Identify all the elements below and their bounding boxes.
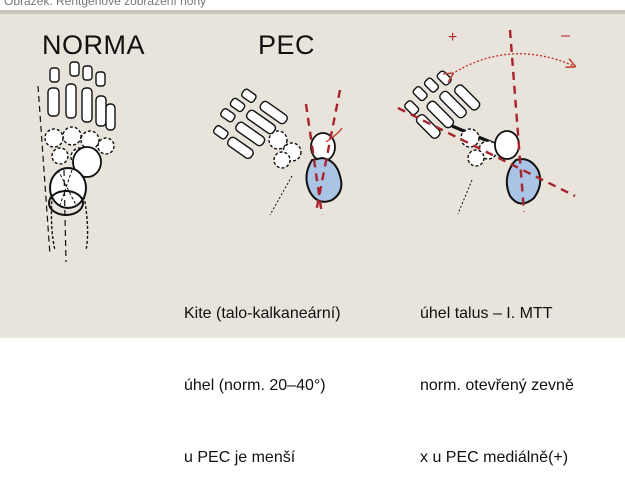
kite-note-line-2: úhel (norm. 20–40°) (184, 374, 341, 398)
talus-note-line-1: úhel talus – I. MTT (420, 302, 574, 326)
normal-foot-drawing (45, 62, 115, 250)
talus-note-line-2: norm. otevřený zevně (420, 374, 574, 398)
pec-foot-drawing (208, 84, 341, 202)
minus-marker: – (561, 27, 570, 44)
kite-note-line-3: u PEC je menší (184, 446, 341, 470)
kite-angle-note: Kite (talo-kalkaneární) úhel (norm. 20–4… (184, 254, 341, 494)
talus-note-line-3: x u PEC mediálně(+) (420, 446, 574, 470)
kite-note-line-1: Kite (talo-kalkaneární) (184, 302, 341, 326)
talus-angle-note: úhel talus – I. MTT norm. otevřený zevně… (420, 254, 574, 494)
plus-marker: + (448, 29, 457, 46)
